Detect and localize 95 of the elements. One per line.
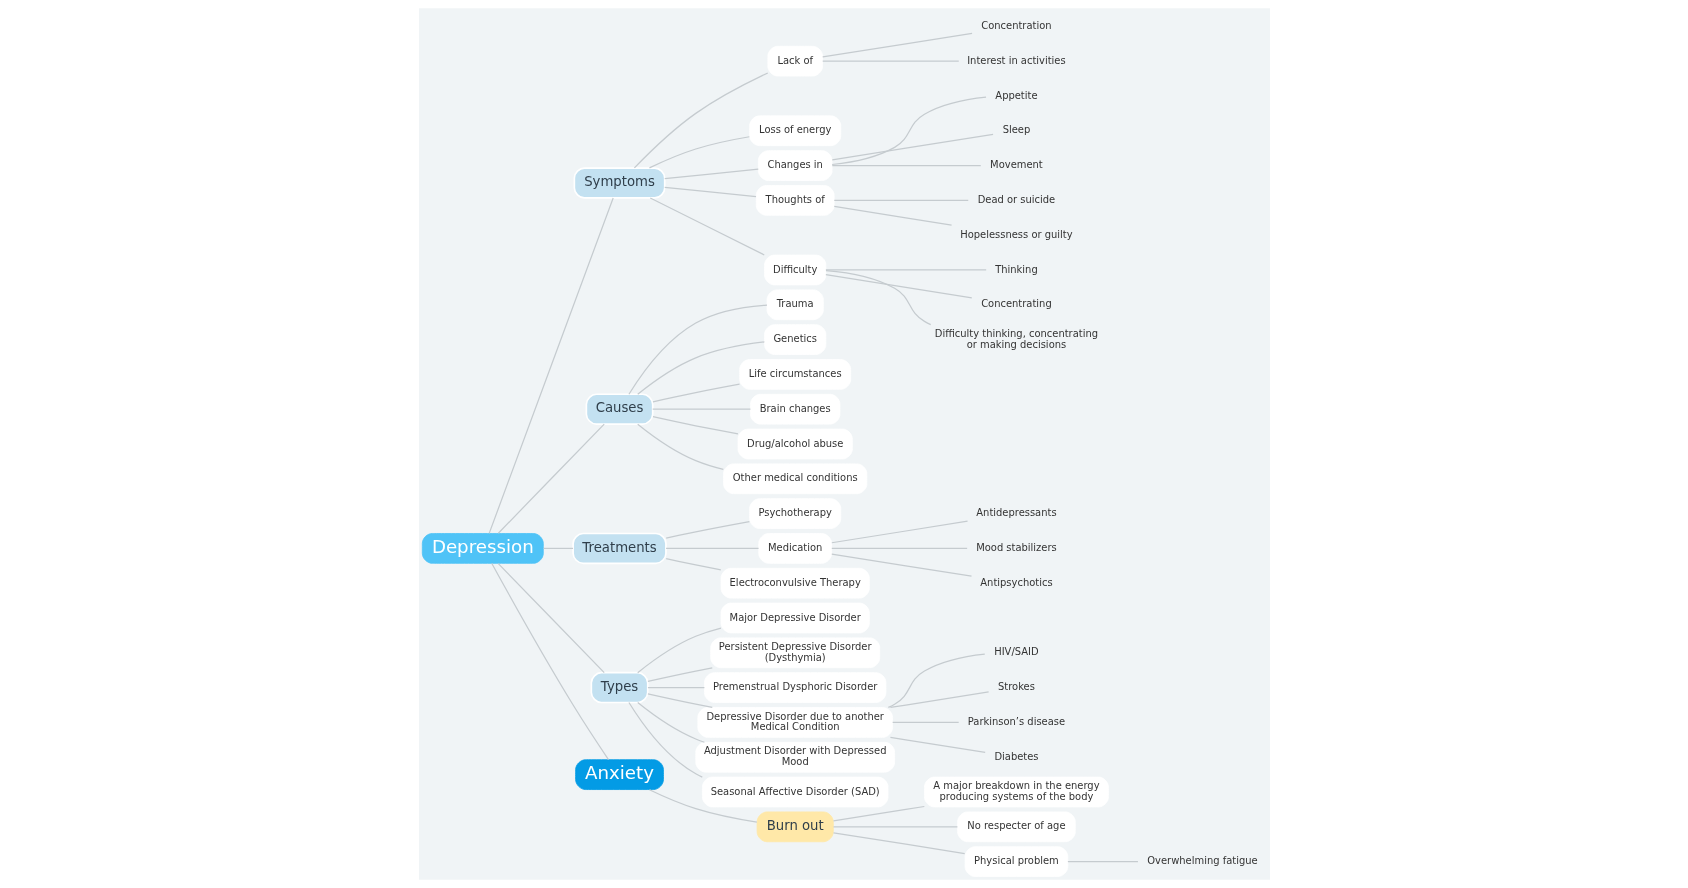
node-box: Changes in — [757, 150, 832, 181]
node-text: Mood stabilizers — [975, 541, 1057, 553]
node-box: Types — [590, 671, 649, 704]
connector — [648, 136, 750, 169]
node-text: Strokes — [997, 681, 1035, 693]
connector — [627, 304, 768, 395]
connector — [831, 133, 994, 161]
node-box: Thoughts of — [755, 185, 835, 216]
node-box: Drug/alcohol abuse — [737, 428, 853, 460]
connector — [646, 693, 713, 709]
node-box: Electroconvulsive Therapy — [720, 567, 870, 599]
connector — [831, 96, 987, 166]
connector — [830, 520, 968, 544]
node-box: Symptoms — [573, 167, 666, 199]
node-box: Persistent Depressive Disorder (Dysthymia) — [709, 637, 880, 669]
node-box: Treatments — [571, 532, 667, 565]
node-box: Causes — [585, 393, 653, 425]
node-box: Seasonal Affective Disorder (SAD) — [701, 776, 888, 808]
connector — [490, 562, 609, 761]
connector — [646, 667, 713, 682]
node-box: Adjustment Disorder with Depressed Mood — [694, 741, 895, 773]
node-text: Thinking — [994, 263, 1038, 275]
node-box: Life circumstances — [738, 359, 851, 390]
connector — [1066, 861, 1139, 863]
node-box: A major breakdown in the energy producing systems of the body — [923, 776, 1109, 808]
node-box: Other medical conditions — [722, 463, 867, 495]
node-text: Appetite — [994, 89, 1038, 101]
connector — [832, 805, 925, 822]
connector — [833, 205, 952, 226]
node-text: Antipsychotics — [979, 576, 1053, 588]
node-box: Burn out — [756, 811, 834, 843]
node-box: Depressive Disorder due to another Medical Condition — [696, 707, 893, 738]
connector — [651, 416, 739, 435]
connector — [891, 721, 959, 724]
connector — [633, 72, 768, 169]
node-text: Dead or suicide — [977, 193, 1055, 205]
connector — [824, 274, 972, 299]
connector — [824, 269, 987, 271]
connector — [497, 562, 605, 674]
connector — [636, 701, 705, 743]
connector — [664, 547, 759, 550]
node-text: Difficulty thinking, concentrating or making decisions — [934, 327, 1098, 350]
node-text: HIV/SAID — [993, 646, 1039, 658]
node-text: Movement — [989, 159, 1043, 171]
connector — [627, 701, 703, 778]
connector — [665, 558, 721, 571]
connector — [636, 341, 765, 395]
node-box: Depression — [421, 533, 544, 564]
connector — [831, 164, 981, 167]
node-box: Medication — [757, 533, 832, 564]
connector — [636, 627, 722, 674]
node-box: Premenstrual Dysphoric Disorder — [703, 672, 886, 703]
connector — [648, 789, 757, 823]
node-box: Anxiety — [574, 759, 664, 790]
connector — [824, 269, 931, 326]
connector — [636, 423, 724, 470]
node-box: Difficulty — [763, 254, 826, 286]
node-text: Sleep — [1002, 124, 1030, 136]
connector — [665, 520, 750, 539]
connector — [889, 691, 989, 709]
node-box: Brain changes — [749, 393, 840, 425]
node-text: Diabetes — [993, 750, 1038, 762]
connector — [488, 197, 614, 534]
node-box: Physical problem — [964, 846, 1068, 877]
connector — [649, 197, 765, 256]
connector — [887, 653, 985, 709]
connector — [646, 687, 705, 689]
node-box: No respecter of age — [956, 811, 1076, 843]
node-box: Major Depressive Disorder — [720, 602, 870, 634]
connector — [830, 553, 972, 577]
connector — [542, 547, 574, 550]
node-box: Genetics — [763, 324, 826, 355]
node-text: Concentration — [980, 19, 1052, 31]
node-text: Overwhelming fatigue — [1146, 855, 1258, 867]
node-text: Antidepressants — [975, 507, 1057, 519]
connector — [663, 168, 759, 180]
connector — [651, 408, 751, 410]
connector — [821, 60, 959, 62]
connector — [663, 186, 757, 198]
connector — [832, 826, 958, 828]
node-box: Loss of energy — [748, 115, 841, 147]
node-box: Lack of — [766, 45, 823, 77]
connector — [497, 423, 605, 534]
connector — [651, 383, 740, 403]
node-text: Interest in activities — [966, 54, 1066, 66]
node-text: Concentrating — [980, 298, 1052, 310]
connector — [833, 199, 969, 201]
connector — [830, 547, 968, 550]
connector — [832, 832, 965, 855]
node-text: Parkinson’s disease — [967, 715, 1065, 727]
connector — [821, 32, 973, 58]
node-text: Hopelessness or guilty — [959, 228, 1073, 240]
connector — [889, 736, 986, 753]
node-box: Psychotherapy — [748, 498, 841, 529]
node-box: Trauma — [766, 289, 824, 321]
